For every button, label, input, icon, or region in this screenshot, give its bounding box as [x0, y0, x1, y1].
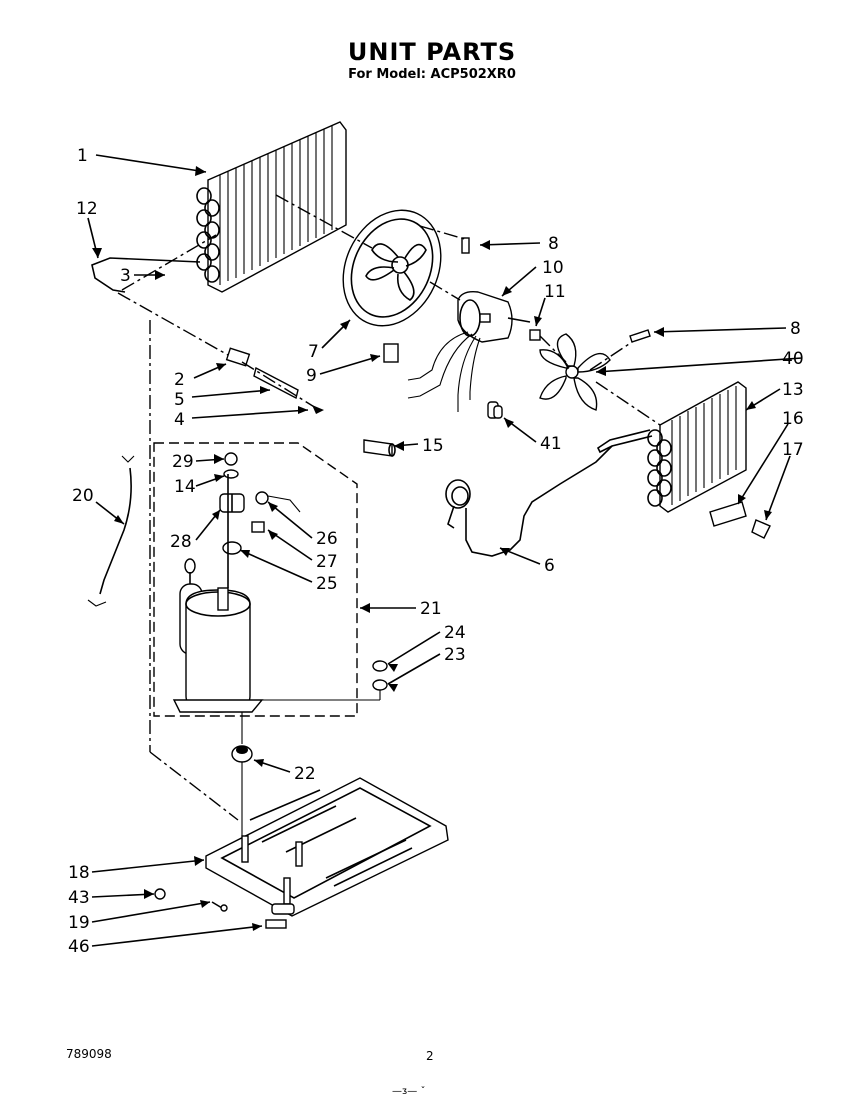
callout-1: 1: [77, 146, 88, 166]
clip-part-41: [487, 401, 503, 419]
callout-28: 28: [170, 532, 192, 552]
nut-part-11: [529, 329, 541, 341]
callout-23: 23: [444, 645, 466, 665]
exploded-view-dash-lines: [117, 194, 661, 821]
callout-16: 16: [782, 409, 804, 429]
grommet-parts-24-23: [250, 660, 388, 701]
page-number: 2: [426, 1049, 434, 1063]
grommet-part-22: [231, 712, 253, 763]
callout-43: 43: [68, 888, 90, 908]
callout-24: 24: [444, 623, 466, 643]
callout-labels: 1 12 3 8 10 11 8 40 13 16 17 7 9 2 5 4 1…: [68, 146, 804, 957]
callout-25: 25: [316, 574, 338, 594]
evaporator-coil-part: [91, 121, 347, 293]
callout-11: 11: [544, 282, 566, 302]
callout-arrowheads: [92, 166, 772, 931]
callout-26: 26: [316, 529, 338, 549]
terminal-cover-part-28: [219, 493, 245, 513]
fan-motor-part: [407, 290, 531, 412]
callout-8-upper: 8: [548, 234, 559, 254]
page-title: UNIT PARTS: [347, 38, 517, 66]
base-pan-part-18: [205, 762, 449, 917]
footer-marks: —ᴣ— ˇ: [392, 1086, 426, 1097]
condenser-coil-part: [596, 381, 747, 513]
compressor-body: [172, 474, 264, 713]
callout-27: 27: [316, 552, 338, 572]
compressor-assembly-box: [153, 442, 358, 717]
callout-12: 12: [76, 199, 98, 219]
model-subtitle: For Model: ACP502XR0: [348, 67, 516, 82]
callout-17: 17: [782, 440, 804, 460]
fan-blade-part: [539, 333, 611, 411]
callout-18: 18: [68, 863, 90, 883]
document-number: 789098: [66, 1047, 112, 1061]
callout-22: 22: [294, 764, 316, 784]
callout-10: 10: [542, 258, 564, 278]
callout-46: 46: [68, 937, 90, 957]
bracket-part-9: [383, 343, 399, 363]
base-hardware-43-19-46: [154, 888, 295, 929]
callout-21: 21: [420, 599, 442, 619]
callout-7: 7: [308, 342, 319, 362]
fan-shroud-part: [342, 209, 442, 327]
screw-part-right: [629, 329, 651, 343]
callout-40: 40: [782, 349, 804, 369]
callout-4: 4: [174, 410, 185, 430]
callout-19: 19: [68, 913, 90, 933]
sleeve-part-15: [363, 439, 396, 457]
callout-29: 29: [172, 452, 194, 472]
wire-harness-part-20: [87, 455, 135, 607]
callout-2: 2: [174, 370, 185, 390]
callout-8-right: 8: [790, 319, 801, 339]
callout-9: 9: [306, 366, 317, 386]
brackets-part-16-17: [709, 501, 771, 539]
callout-20: 20: [72, 486, 94, 506]
callout-14: 14: [174, 477, 196, 497]
callout-13: 13: [782, 380, 804, 400]
callout-3: 3: [120, 266, 131, 286]
callout-5: 5: [174, 390, 185, 410]
tubing-part-6: [445, 445, 613, 557]
callout-41: 41: [540, 434, 562, 454]
screw-part-upper: [461, 237, 470, 254]
callout-6: 6: [544, 556, 555, 576]
callout-15: 15: [422, 436, 444, 456]
nut-washer-29-14: [223, 452, 239, 479]
